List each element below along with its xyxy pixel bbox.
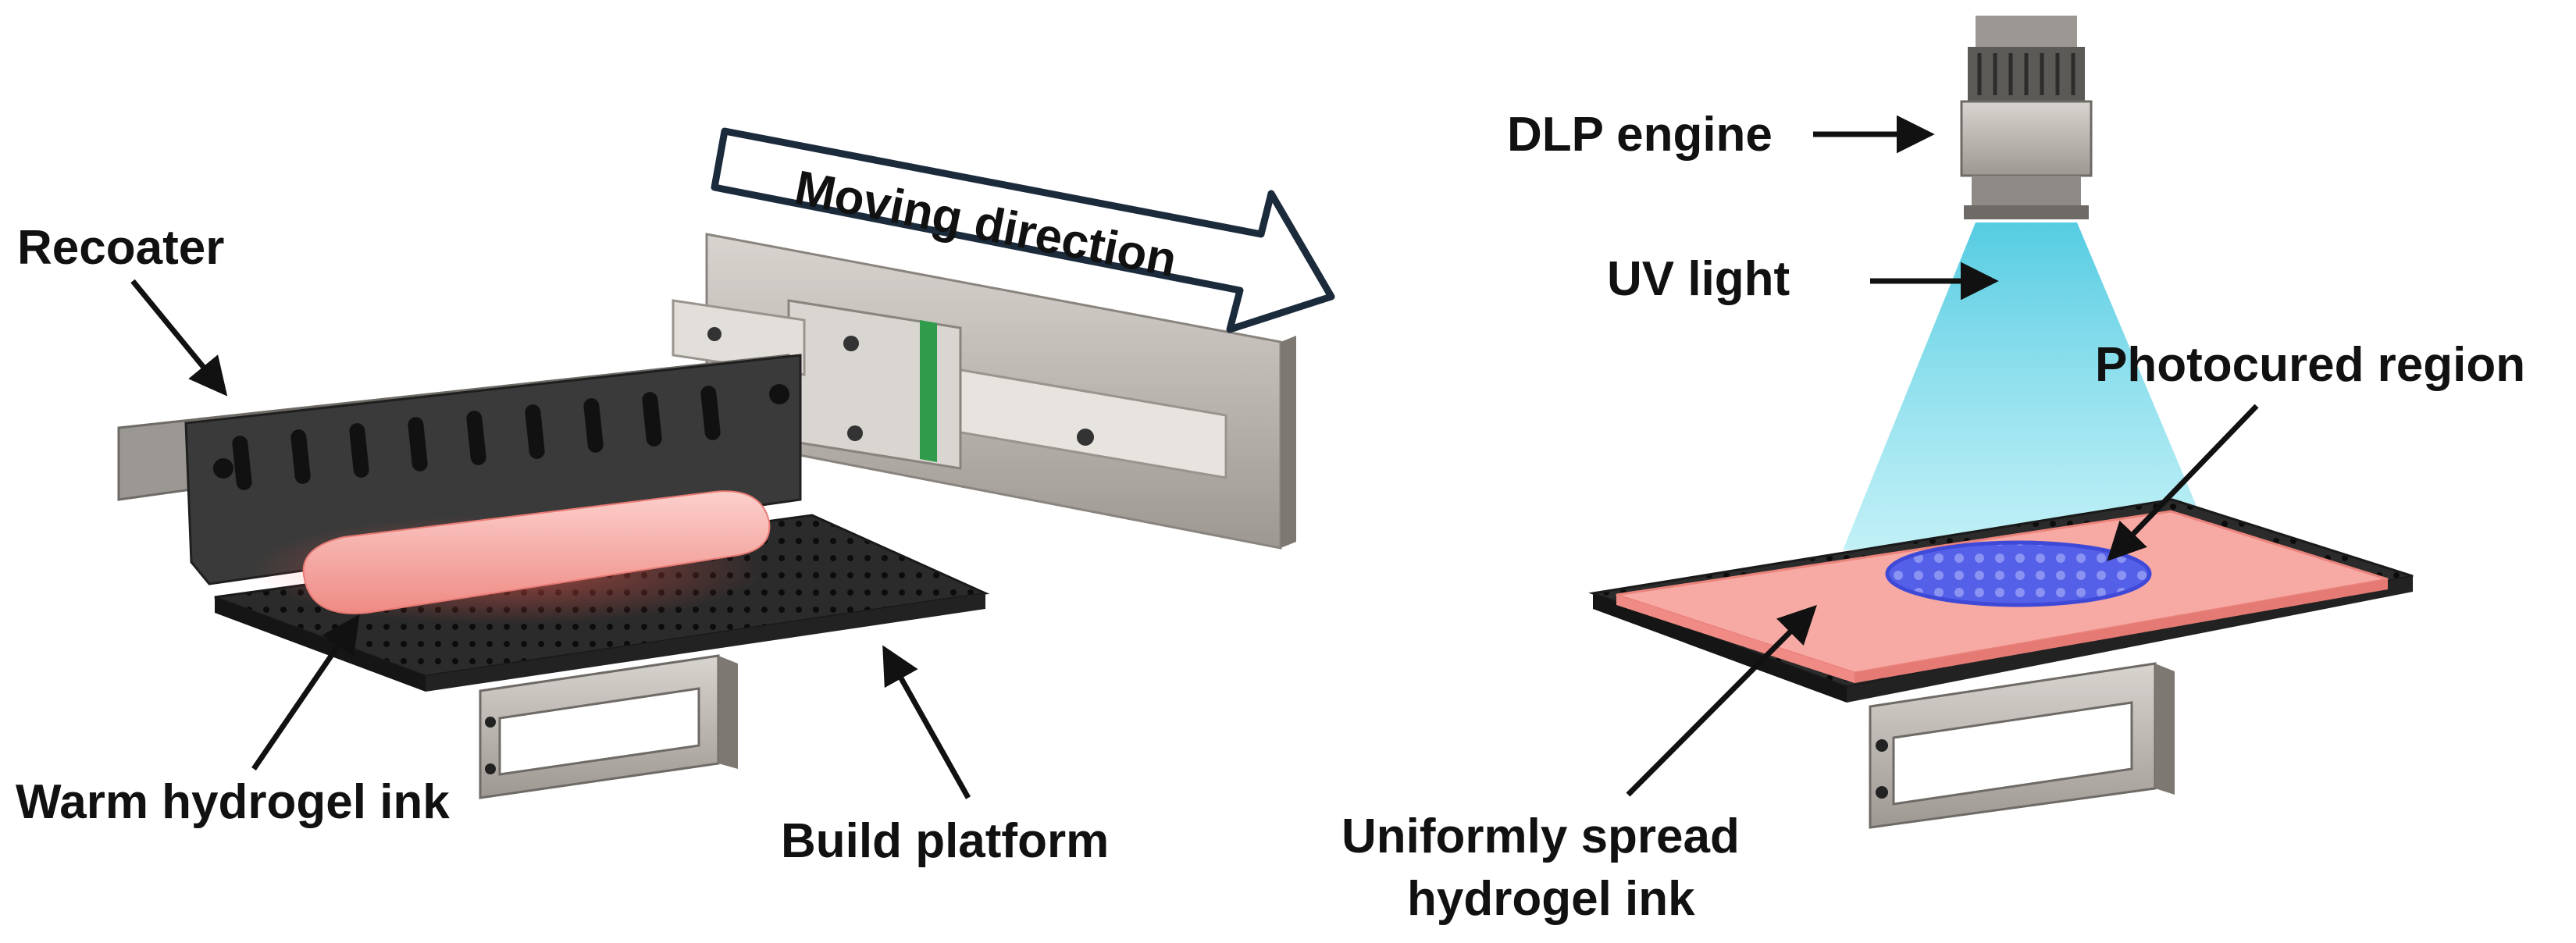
connector-screw <box>707 327 721 341</box>
rail-screw <box>1077 429 1094 446</box>
photocured-region <box>1885 540 2152 607</box>
dlp-engine-lens <box>1960 16 2093 219</box>
carriage-seal <box>920 320 937 462</box>
right-platform-mount <box>1869 662 2175 829</box>
left-platform-mount <box>479 654 738 799</box>
warm-hydrogel-ink-label: Warm hydrogel ink <box>16 775 450 829</box>
uv-light-cone <box>1843 222 2202 550</box>
uv-light-label: UV light <box>1607 252 1790 306</box>
warm-ink-bead <box>302 490 771 614</box>
carriage-screw-2 <box>847 425 863 441</box>
photocured-region-arrow <box>2107 404 2259 562</box>
photocured-region-label: Photocured region <box>2095 338 2525 392</box>
left-assembly <box>117 233 1296 799</box>
recoater-label: Recoater <box>17 221 224 275</box>
dlp-engine-label: DLP engine <box>1507 108 1773 162</box>
build-platform-arrow <box>882 645 971 799</box>
uniform-ink-label-line2: hydrogel ink <box>1407 872 1695 926</box>
recoater-blade <box>184 354 802 585</box>
uniform-ink-label-line1: Uniformly spread <box>1341 810 1740 863</box>
recoater-arrow <box>130 279 228 397</box>
warm-ink-arrow <box>251 614 360 770</box>
recoater-slots <box>232 386 721 490</box>
back-wall-edge <box>1281 336 1296 548</box>
build-platform-label: Build platform <box>781 814 1109 868</box>
carriage-screw-1 <box>843 336 859 351</box>
uniform-ink-arrow <box>1626 605 1817 797</box>
